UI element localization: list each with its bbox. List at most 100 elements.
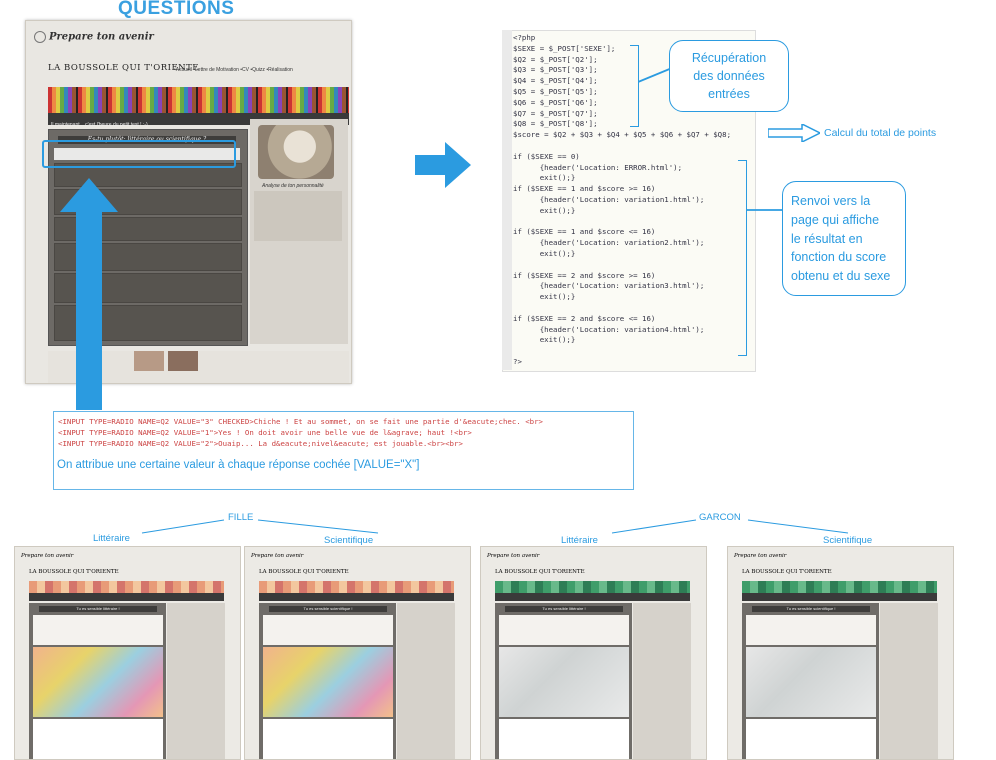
mini-text: [33, 615, 163, 645]
php-code-line: if ($SEXE == 1 and $score >= 16): [513, 184, 656, 194]
label-litteraire: Littéraire: [93, 533, 130, 544]
mini-site-name: LA BOUSSOLE QUI T'ORIENTE: [29, 569, 119, 575]
callout-line: des données: [693, 69, 765, 84]
compass-icon: [34, 31, 46, 43]
php-code-line: $Q5 = $_POST['Q5'];: [513, 87, 598, 96]
total-arrow-icon: [768, 124, 820, 142]
html-code-line: <INPUT TYPE=RADIO NAME=Q2 VALUE="2">Ouai…: [58, 439, 463, 448]
php-code-line: $score = $Q2 + $Q3 + $Q4 + $Q5 + $Q6 + $…: [513, 130, 732, 140]
callout-line: Récupération: [691, 51, 767, 65]
html-code-box: <INPUT TYPE=RADIO NAME=Q2 VALUE="3" CHEC…: [53, 411, 634, 490]
php-code-line: exit();}: [513, 249, 576, 258]
mini-panel-title: Tu es sensible scientifique !: [752, 606, 870, 612]
callout-line: obtenu et du sexe: [791, 269, 891, 283]
code-gutter: [502, 30, 512, 370]
question-block: [54, 148, 240, 160]
php-code-line: $Q2 = $_POST['Q2'];: [513, 54, 598, 64]
group-garcon: GARCON: [699, 512, 741, 523]
callout-line: fonction du score: [791, 250, 887, 265]
php-code-line: {header('Location: variation1.html');: [513, 195, 705, 204]
bracket: [630, 45, 639, 127]
result-page-thumbnail: Prepare ton avenir LA BOUSSOLE QUI T'ORIE…: [244, 546, 471, 760]
php-code-line: {header('Location: variation2.html');: [513, 238, 705, 248]
result-page-thumbnail: Prepare ton avenir LA BOUSSOLE QUI T'ORIE…: [14, 546, 241, 760]
mini-footer: [746, 719, 876, 759]
php-code-line: exit();}: [513, 205, 576, 215]
callout-line: page qui affiche: [791, 212, 880, 227]
connector-icon: [638, 67, 672, 83]
mini-side: [633, 603, 691, 759]
php-code-line: if ($SEXE == 1 and $score <= 16): [513, 227, 656, 237]
up-arrow-icon: [60, 178, 118, 410]
footer-photo: [134, 351, 164, 371]
skull-image: [258, 125, 334, 179]
mini-logo: Prepare ton avenir: [21, 553, 74, 559]
mini-side: [167, 603, 225, 759]
side-text: [254, 191, 342, 241]
mini-side: [397, 603, 455, 759]
right-arrow-icon: [415, 142, 471, 188]
mini-art: [263, 647, 393, 717]
mini-footer: [33, 719, 163, 759]
php-code-line: ?>: [513, 357, 522, 366]
label-litteraire: Littéraire: [561, 535, 598, 546]
page-title: QUESTIONS: [118, 0, 235, 19]
mini-text: [746, 615, 876, 645]
total-label: Calcul du total de points: [824, 127, 937, 139]
mini-logo: Prepare ton avenir: [487, 553, 540, 559]
php-code-line: $Q7 = $_POST['Q7'];: [513, 108, 598, 118]
php-code-line: $Q8 = $_POST['Q8'];: [513, 119, 598, 129]
html-code-line: <INPUT TYPE=RADIO NAME=Q2 VALUE="3" CHEC…: [58, 417, 543, 426]
label-scientifique: Scientifique: [324, 535, 374, 546]
php-code-line: {header('Location: variation4.html');: [513, 324, 705, 334]
mini-banner: [259, 581, 454, 593]
fille-connector-icon: [141, 519, 379, 534]
side-panel-title: Analyse de ton personnalité: [262, 183, 324, 189]
value-note: On attribue une certaine valeur à chaque…: [57, 459, 420, 471]
mini-banner: [495, 581, 690, 593]
callout-line: le résultat en: [791, 231, 863, 246]
result-page-thumbnail: Prepare ton avenir LA BOUSSOLE QUI T'ORIE…: [727, 546, 954, 760]
mini-site-name: LA BOUSSOLE QUI T'ORIENTE: [259, 569, 349, 575]
php-code-line: $SEXE = $_POST['SEXE'];: [513, 43, 616, 53]
mini-bar: [29, 593, 224, 601]
php-code-line: exit();}: [513, 292, 576, 302]
php-code-line: $Q3 = $_POST['Q3'];: [513, 65, 598, 75]
pencils-banner: [48, 87, 349, 113]
php-code-line: if ($SEXE == 2 and $score >= 16): [513, 270, 656, 280]
php-code-line: exit();}: [513, 335, 576, 345]
mini-bar: [259, 593, 454, 601]
label-scientifique: Scientifique: [823, 535, 873, 546]
bracket: [738, 160, 747, 356]
mini-side: [880, 603, 938, 759]
php-code-line: {header('Location: ERROR.html');: [513, 162, 683, 172]
php-code-line: <?php: [513, 33, 536, 42]
site-menu: •Accueil •Lettre de Motivation •CV •Quiz…: [174, 67, 293, 73]
mini-text: [499, 615, 629, 645]
php-code-line: if ($SEXE == 2 and $score <= 16): [513, 313, 656, 323]
mini-art: [499, 647, 629, 717]
site-name: LA BOUSSOLE QUI T'ORIENTE: [48, 63, 199, 73]
php-code-line: if ($SEXE == 0): [513, 151, 580, 161]
mini-panel-title: Tu es sensible littéraire !: [505, 606, 623, 612]
mini-logo: Prepare ton avenir: [251, 553, 304, 559]
callout-renvoi: Renvoi vers la page qui affiche le résul…: [782, 181, 906, 296]
mini-logo: Prepare ton avenir: [734, 553, 787, 559]
mini-banner: [29, 581, 224, 593]
mini-panel-title: Tu es sensible scientifique !: [269, 606, 387, 612]
php-code-line: {header('Location: variation3.html');: [513, 281, 705, 291]
mini-site-name: LA BOUSSOLE QUI T'ORIENTE: [742, 569, 832, 575]
php-code-line: $Q6 = $_POST['Q6'];: [513, 97, 598, 107]
callout-line: entrées: [708, 87, 750, 102]
mini-art: [746, 647, 876, 717]
php-code-line: $Q4 = $_POST['Q4'];: [513, 76, 598, 86]
group-fille: FILLE: [228, 512, 254, 523]
mini-footer: [499, 719, 629, 759]
php-code-line: exit();}: [513, 173, 576, 183]
callout-recuperation: Récupération des données entrées: [669, 40, 789, 112]
highlighted-question: [42, 140, 236, 168]
mini-bar: [742, 593, 937, 601]
garcon-connector-icon: [611, 519, 849, 534]
site-logo: Prepare ton avenir: [34, 31, 154, 43]
